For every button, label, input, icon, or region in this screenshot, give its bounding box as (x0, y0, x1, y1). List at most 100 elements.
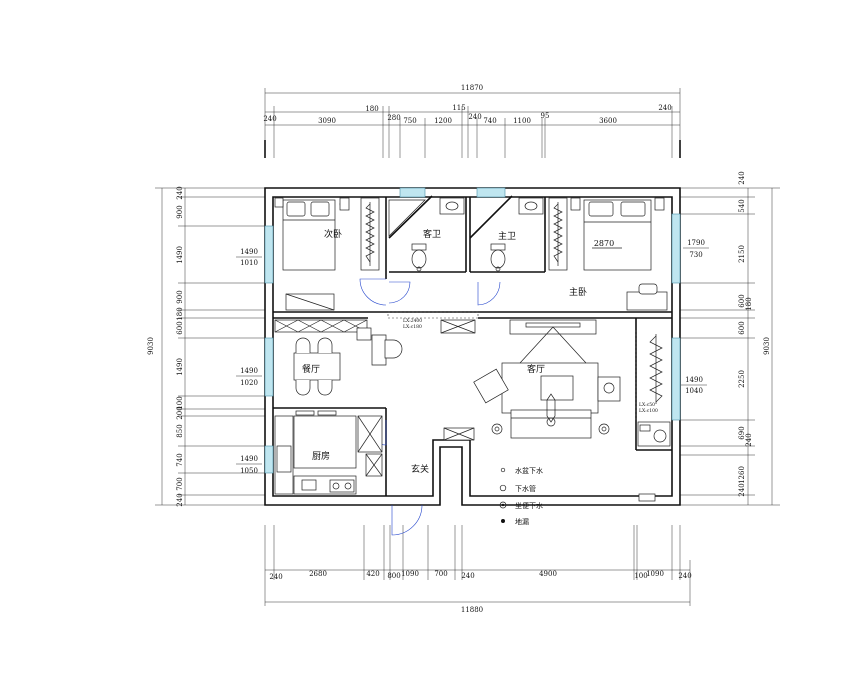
bottom-total-dim: 11880 (461, 606, 483, 614)
bed-size-label: 2870 (594, 239, 614, 248)
window-kitchen (264, 445, 274, 474)
window-right-2-width: 1490 (685, 376, 703, 384)
top-dim-r2-7: 1100 (513, 117, 531, 125)
window-left-1-width: 1490 (240, 248, 258, 256)
window-left-3-width: 1490 (240, 455, 258, 463)
balcony-area: LX:c50 LX:c100 (635, 330, 671, 447)
floor-lamp-icon (491, 423, 503, 435)
beam-note-2-b: LX:c100 (639, 408, 658, 414)
toilet-master (490, 249, 506, 269)
legend-symbol-dot (501, 519, 505, 523)
legend-symbol-dot-ring (499, 501, 507, 509)
nightstand-right (654, 197, 665, 211)
beam-note-1-b: LX:c180 (403, 324, 422, 330)
left-dim-8: 200 (176, 406, 184, 419)
dining-chair (295, 380, 311, 396)
vanity-master (518, 197, 544, 215)
left-dim-10: 740 (176, 453, 184, 466)
window-left-1-height: 1010 (240, 259, 258, 267)
room-label-entrance: 玄关 (411, 463, 429, 475)
lounge-chair-left (473, 368, 509, 404)
dining: 餐厅 (293, 327, 403, 396)
left-dim-12: 240 (176, 493, 184, 506)
bottom-dim-3: 800 (387, 572, 400, 580)
sink (276, 445, 292, 473)
armchair (384, 339, 403, 359)
long-cabinet (274, 319, 368, 333)
left-dim-4: 180 (176, 307, 184, 320)
right-dimensions: 9030 240 540 2150 600 180 600 2250 690 2… (680, 171, 780, 506)
room-label-dining: 餐厅 (302, 363, 320, 375)
bottom-dim-7: 4900 (539, 570, 557, 578)
bottom-dim-5: 700 (434, 570, 447, 578)
window-master-bedroom (671, 213, 681, 284)
toilet-tank (411, 243, 427, 251)
bottom-dim-9: 1090 (646, 570, 664, 578)
top-dimensions: 11870 180 115 240 240 3090 280 750 1200 … (263, 84, 681, 158)
side-chair (356, 327, 372, 341)
top-dim-r1-1: 115 (452, 104, 465, 112)
window-left-2-height: 1020 (240, 379, 258, 387)
secondary-bedroom: 次卧 (274, 197, 380, 311)
top-dim-r2-0: 240 (263, 115, 276, 123)
dining-table (293, 352, 341, 381)
coffee-table (540, 375, 574, 401)
window-master-bath (476, 187, 506, 198)
living-room: 客厅 (473, 319, 621, 439)
kitchen-island (293, 415, 357, 469)
room-label-master-bedroom: 主卧 (569, 286, 587, 298)
top-dim-r2-5: 240 (468, 113, 481, 121)
right-dim-10: 240 (738, 483, 746, 496)
kitchen: 厨房 (274, 410, 383, 495)
dresser (626, 291, 668, 311)
toilet (411, 249, 427, 269)
top-dim-r2-4: 1200 (434, 117, 452, 125)
window-dining (264, 337, 274, 397)
bottom-dim-6: 240 (461, 572, 474, 580)
left-dimensions: 9030 240 900 1490 900 180 600 1490 100 2… (147, 186, 265, 507)
legend-label-2: 坐便下水 (515, 501, 543, 510)
door-entrance (391, 504, 423, 536)
top-dim-r2-8: 95 (541, 112, 550, 120)
window-guest-bath (399, 187, 426, 198)
dresser-stool (638, 283, 658, 295)
vanity (439, 197, 465, 215)
lounge-chair-right (597, 376, 621, 402)
top-dim-r2-1: 3090 (318, 117, 336, 125)
entrance: 玄关 (411, 427, 475, 475)
left-dim-7: 100 (176, 396, 184, 409)
window-right-1-height: 730 (689, 251, 702, 259)
bottom-dim-10: 240 (678, 572, 691, 580)
room-label-kitchen: 厨房 (312, 450, 330, 462)
right-dim-1: 540 (738, 199, 746, 212)
window-right-2-height: 1040 (685, 387, 703, 395)
master-bedroom: 2870 主卧 (548, 197, 668, 311)
bottom-dim-8: 100 (634, 572, 647, 580)
corridor-cabinets: LX:2400 LX:c180 (274, 311, 479, 334)
window-secondary-bedroom (264, 225, 274, 284)
top-dim-r2-3: 750 (403, 117, 416, 125)
top-dim-r1-0: 180 (365, 105, 378, 113)
windows (264, 187, 681, 474)
nightstand (274, 197, 284, 208)
left-total-dim: 9030 (147, 337, 155, 355)
beam-note-1-a: LX:2400 (403, 318, 422, 324)
right-dim-0: 240 (738, 171, 746, 184)
right-dim-3: 600 (738, 294, 746, 307)
top-dim-r2-2: 280 (387, 114, 400, 122)
top-dim-r2-9: 3600 (599, 117, 617, 125)
top-dim-r1-2: 240 (658, 104, 671, 112)
legend-label-0: 水盆下水 (515, 466, 543, 475)
right-dim-6: 2250 (738, 370, 746, 388)
legend-label-3: 地漏 (515, 517, 529, 526)
right-dim-5: 600 (738, 321, 746, 334)
room-label-secondary-bedroom: 次卧 (324, 228, 342, 240)
legend: 水盆下水 下水管 坐便下水 地漏 (499, 466, 656, 526)
bottom-dimensions: 11880 240 2680 420 800 1090 700 240 4900… (264, 525, 692, 614)
window-labels: 1490 1010 1490 1020 1490 1050 1790 730 1… (236, 239, 709, 475)
legend-box (638, 493, 656, 502)
right-dim-7: 690 (738, 426, 746, 439)
left-dim-2: 1490 (176, 246, 184, 264)
left-dim-3: 900 (176, 290, 184, 303)
